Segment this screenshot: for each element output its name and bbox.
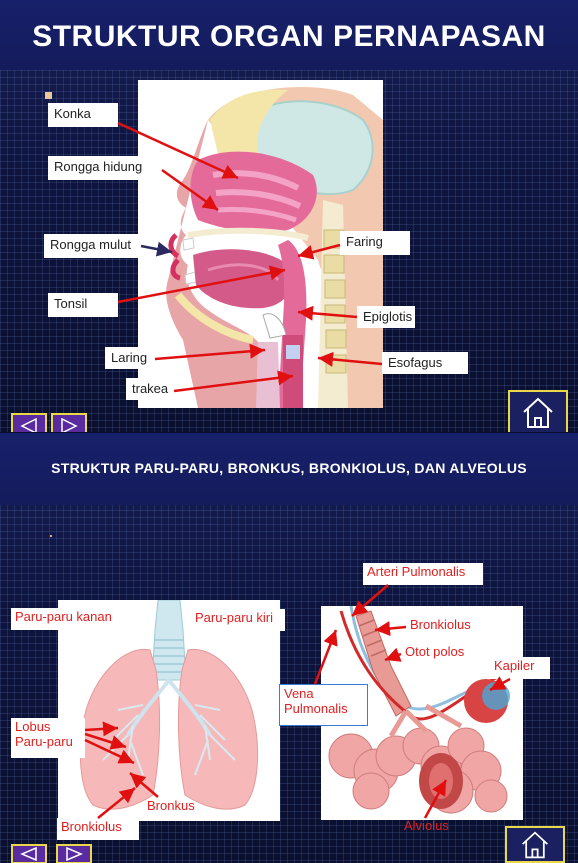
label-bronkiolus-left: Bronkiolus bbox=[57, 818, 139, 840]
label-alviolus: Alviolus bbox=[400, 817, 453, 836]
lungs-illustration bbox=[58, 600, 280, 821]
slide-respiratory-organs: STRUKTUR ORGAN PERNAPASAN bbox=[0, 0, 578, 432]
left-triangle-icon bbox=[19, 418, 39, 432]
home-button-2[interactable] bbox=[505, 826, 565, 863]
label-esofagus: Esofagus bbox=[382, 352, 468, 374]
right-triangle-icon bbox=[64, 847, 84, 861]
left-triangle-icon bbox=[19, 847, 39, 861]
home-icon bbox=[520, 396, 556, 430]
prev-slide-button-2[interactable] bbox=[11, 844, 47, 863]
label-trakea: trakea bbox=[126, 378, 174, 400]
slide-title: STRUKTUR ORGAN PERNAPASAN bbox=[0, 20, 578, 54]
prev-slide-button[interactable] bbox=[11, 413, 47, 432]
label-vena-pulmonalis: Vena Pulmonalis bbox=[279, 684, 368, 726]
label-epiglotis: Epiglotis bbox=[357, 306, 415, 328]
label-rongga-mulut: Rongga mulut bbox=[44, 234, 141, 258]
label-arteri-pulmonalis: Arteri Pulmonalis bbox=[363, 563, 483, 585]
slide-title: STRUKTUR PARU-PARU, BRONKUS, BRONKIOLUS,… bbox=[0, 460, 578, 476]
right-triangle-icon bbox=[59, 418, 79, 432]
label-paru-kanan: Paru-paru kanan bbox=[11, 608, 129, 630]
label-otot-polos: Otot polos bbox=[401, 643, 473, 665]
label-paru-kiri: Paru-paru kiri bbox=[191, 609, 285, 631]
decor-dot bbox=[50, 535, 52, 537]
next-slide-button[interactable] bbox=[51, 413, 87, 432]
bullet-marker bbox=[45, 92, 52, 99]
label-konka: Konka bbox=[48, 103, 118, 127]
label-faring: Faring bbox=[340, 231, 410, 255]
home-button[interactable] bbox=[508, 390, 568, 432]
label-kapiler: Kapiler bbox=[490, 657, 550, 679]
next-slide-button-2[interactable] bbox=[56, 844, 92, 863]
home-icon bbox=[519, 830, 551, 860]
label-rongga-hidung: Rongga hidung bbox=[48, 156, 162, 180]
label-tonsil: Tonsil bbox=[48, 293, 118, 317]
label-laring: Laring bbox=[105, 347, 155, 369]
label-bronkus: Bronkus bbox=[143, 797, 199, 816]
label-lobus: Lobus Paru-paru bbox=[11, 718, 85, 758]
label-bronkiolus-right: Bronkiolus bbox=[406, 616, 480, 638]
